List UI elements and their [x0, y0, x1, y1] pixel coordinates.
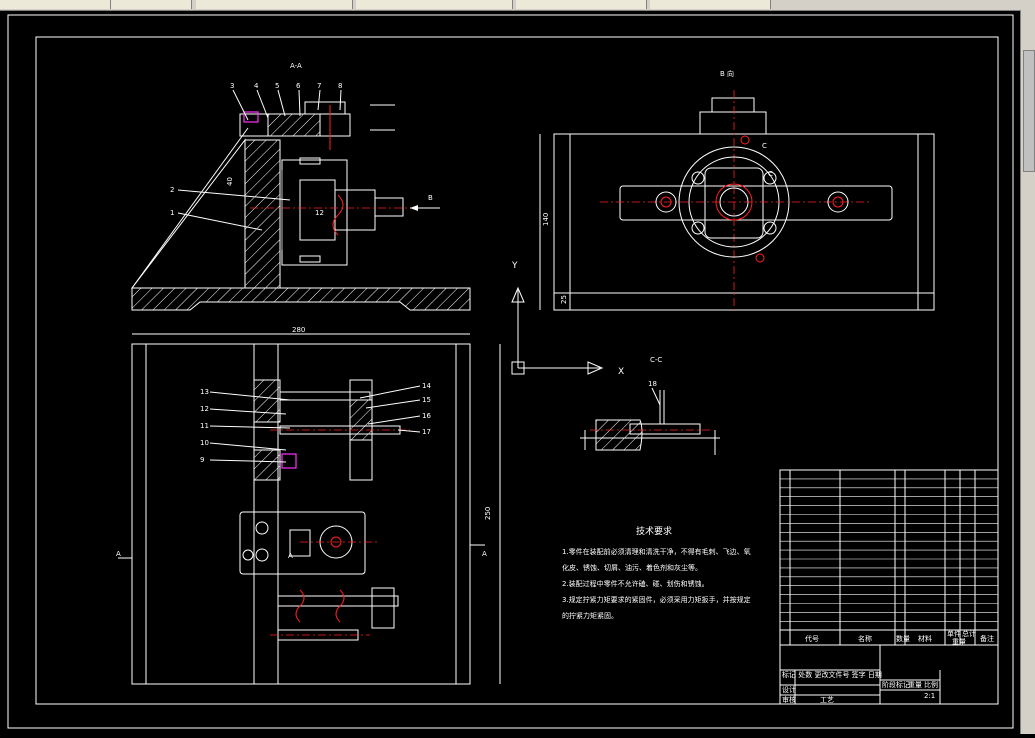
- section-mark-right: A: [482, 550, 487, 558]
- tech-req-line: 3.规定拧紧力矩要求的紧固件，必须采用力矩扳手，并按规定: [562, 595, 751, 604]
- ucs-icon: Y X: [511, 261, 624, 377]
- balloon: 14: [422, 382, 431, 390]
- scale-label: 比例: [924, 680, 938, 689]
- toolbar-segment[interactable]: [196, 0, 353, 9]
- section-mark-mid: A: [288, 552, 293, 560]
- outer-frame: [7, 14, 1014, 729]
- technical-requirements: 技术要求 1.零件在装配前必须清理和清洗干净，不得有毛刺、飞边、氧 化皮、锈蚀、…: [562, 525, 751, 620]
- balloon: 3: [230, 82, 234, 90]
- dim-view-b-base: 25: [560, 295, 568, 304]
- parts-list: 代号 名称 数量 材料 单件 总计 重量 备注: [779, 469, 999, 646]
- toolbar-segment[interactable]: [356, 0, 513, 9]
- view-b-arrow-label: B: [428, 194, 433, 202]
- col-remarks: 备注: [980, 634, 994, 643]
- axis-x-label: X: [618, 367, 624, 377]
- top-balloons: 3 4 5 6 7 8: [230, 82, 342, 121]
- view-b-label: B 向: [720, 69, 734, 78]
- row-craft: 工艺: [820, 696, 834, 704]
- balloon: 5: [275, 82, 279, 90]
- balloon: 17: [422, 428, 431, 436]
- col-total: 总计: [962, 629, 976, 638]
- toolbar-strip: [0, 0, 1035, 11]
- tech-req-line: 2.装配过程中零件不允许磕、碰、划伤和锈蚀。: [562, 579, 709, 588]
- col-material: 材料: [918, 634, 932, 643]
- scale-value: 2:1: [924, 692, 935, 700]
- scrollbar-thumb[interactable]: [1023, 50, 1035, 172]
- inner-frame: [35, 36, 999, 705]
- col-weight: 重量: [952, 638, 966, 646]
- balloon: 12: [200, 405, 209, 413]
- col-qty: 数量: [896, 634, 910, 643]
- balloon: 9: [200, 456, 204, 464]
- view-b: B 向: [539, 69, 935, 311]
- balloon: 18: [648, 380, 657, 388]
- section-a-label: A-A: [290, 62, 302, 70]
- dim-height-right: 250: [484, 507, 492, 520]
- section-mark-left: A: [116, 550, 121, 558]
- col-name: 名称: [858, 634, 872, 643]
- section-c-c-view: C-C 18: [580, 356, 720, 455]
- dim-view-b-height: 140: [542, 213, 550, 226]
- section-a-a-view: A-A: [130, 62, 471, 311]
- balloon: 1: [170, 209, 174, 217]
- c-mark: C: [762, 142, 767, 150]
- balloon: 16: [422, 412, 431, 420]
- tech-req-line: 的拧紧力矩紧固。: [562, 611, 618, 620]
- balloon: 4: [254, 82, 259, 90]
- title-block: 标记 处数 更改文件号 签字 日期 设计 审核 工艺 阶段标记 重量 比例 2:…: [779, 644, 999, 705]
- balloon: 2: [170, 186, 174, 194]
- axis-y-label: Y: [511, 261, 518, 271]
- balloon: 15: [422, 396, 431, 404]
- row-design: 设计: [782, 685, 796, 694]
- col-single: 单件: [947, 629, 961, 638]
- dim-top-width: 280: [292, 326, 305, 334]
- balloon: 7: [317, 82, 321, 90]
- c-mark: C: [768, 170, 773, 178]
- plan-view: 280 250: [116, 326, 501, 685]
- stage-mark: 阶段标记: [882, 680, 910, 689]
- small-dim-40: 40: [226, 177, 234, 186]
- tech-req-line: 化皮、锈蚀、切屑、油污、着色剂和灰尘等。: [562, 563, 702, 572]
- vertical-scrollbar[interactable]: [1020, 10, 1035, 734]
- balloon: 8: [338, 82, 342, 90]
- small-dim-12: 12: [315, 209, 324, 217]
- balloon: 6: [296, 82, 301, 90]
- row-audit: 审核: [782, 695, 796, 704]
- balloon: 11: [200, 422, 209, 430]
- section-c-label: C-C: [650, 356, 662, 364]
- mark-row: 标记 处数 更改文件号 签字 日期: [782, 670, 882, 679]
- toolbar-segment[interactable]: [111, 0, 192, 9]
- balloon: 10: [200, 439, 209, 447]
- weight-label: 重量: [908, 681, 922, 689]
- toolbar-segment[interactable]: [516, 0, 647, 9]
- drawing-canvas[interactable]: A-A: [0, 10, 1021, 734]
- balloon: 13: [200, 388, 209, 396]
- tech-req-title: 技术要求: [636, 525, 672, 537]
- toolbar-segment[interactable]: [650, 0, 771, 9]
- col-code: 代号: [805, 634, 819, 643]
- tech-req-line: 1.零件在装配前必须清理和清洗干净，不得有毛刺、飞边、氧: [562, 547, 751, 556]
- toolbar-segment[interactable]: [0, 0, 111, 9]
